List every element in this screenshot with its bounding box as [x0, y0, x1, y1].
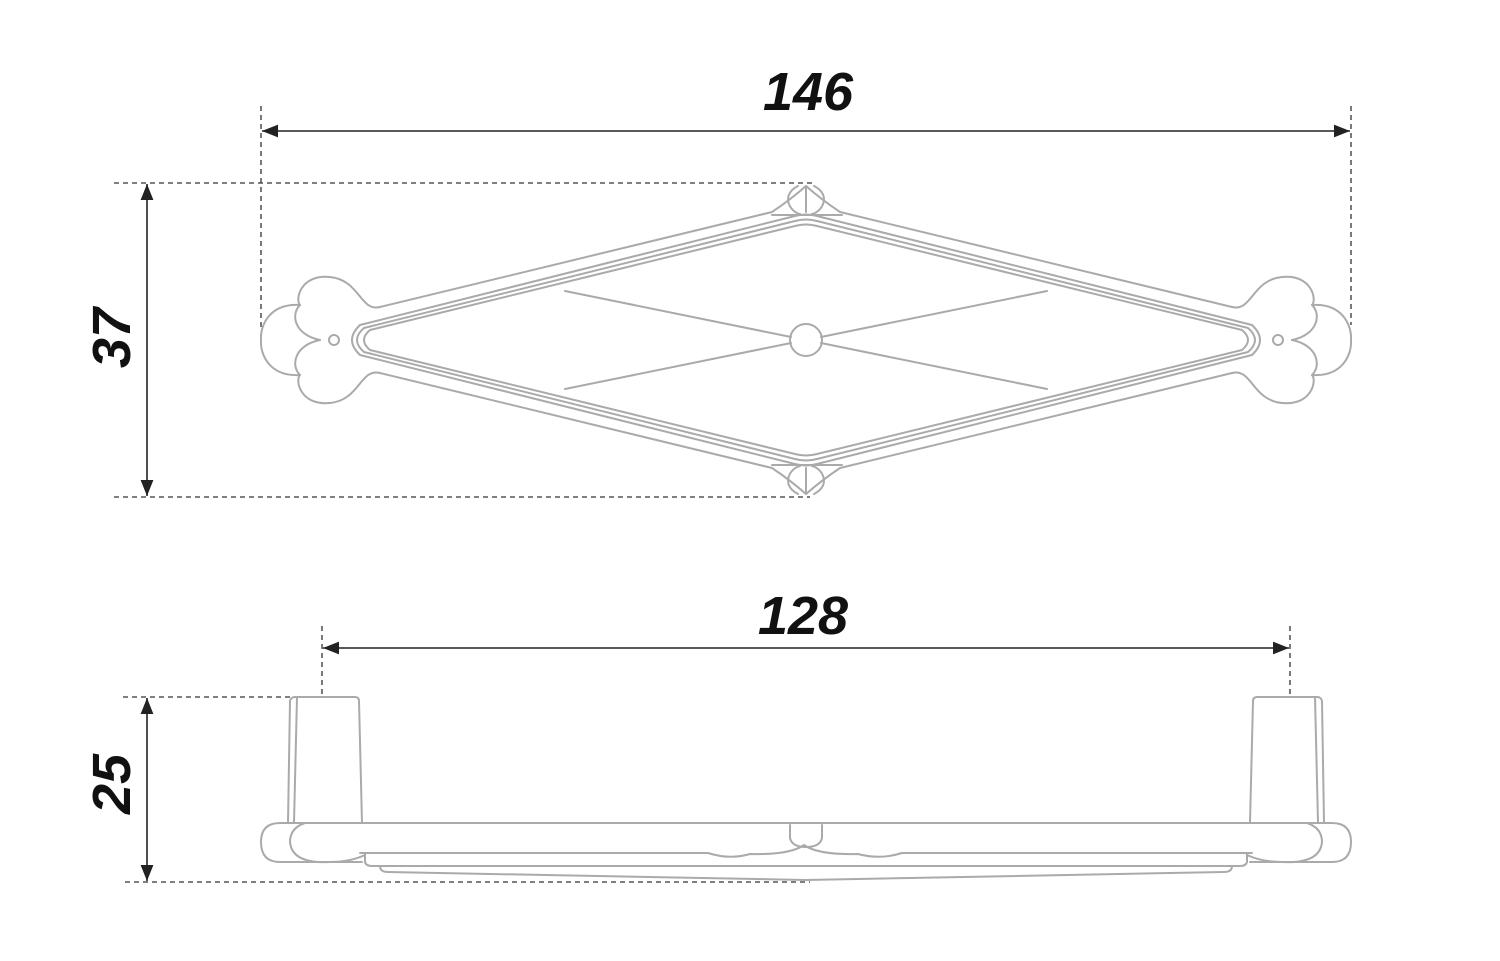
height-label: 25 [82, 753, 142, 815]
handle-outline-top [259, 185, 1353, 495]
width-label: 37 [82, 305, 142, 368]
dimension-height: 25 [82, 696, 810, 883]
top-view: 146 37 [82, 62, 1353, 498]
handle-outline-side [260, 696, 1352, 881]
dimension-hole-spacing: 128 [321, 586, 1291, 697]
side-view: 128 25 [82, 586, 1352, 883]
length-label: 146 [763, 62, 854, 122]
hole-spacing-label: 128 [758, 586, 848, 646]
dimension-width: 37 [82, 182, 815, 498]
dimension-length: 146 [260, 62, 1352, 330]
